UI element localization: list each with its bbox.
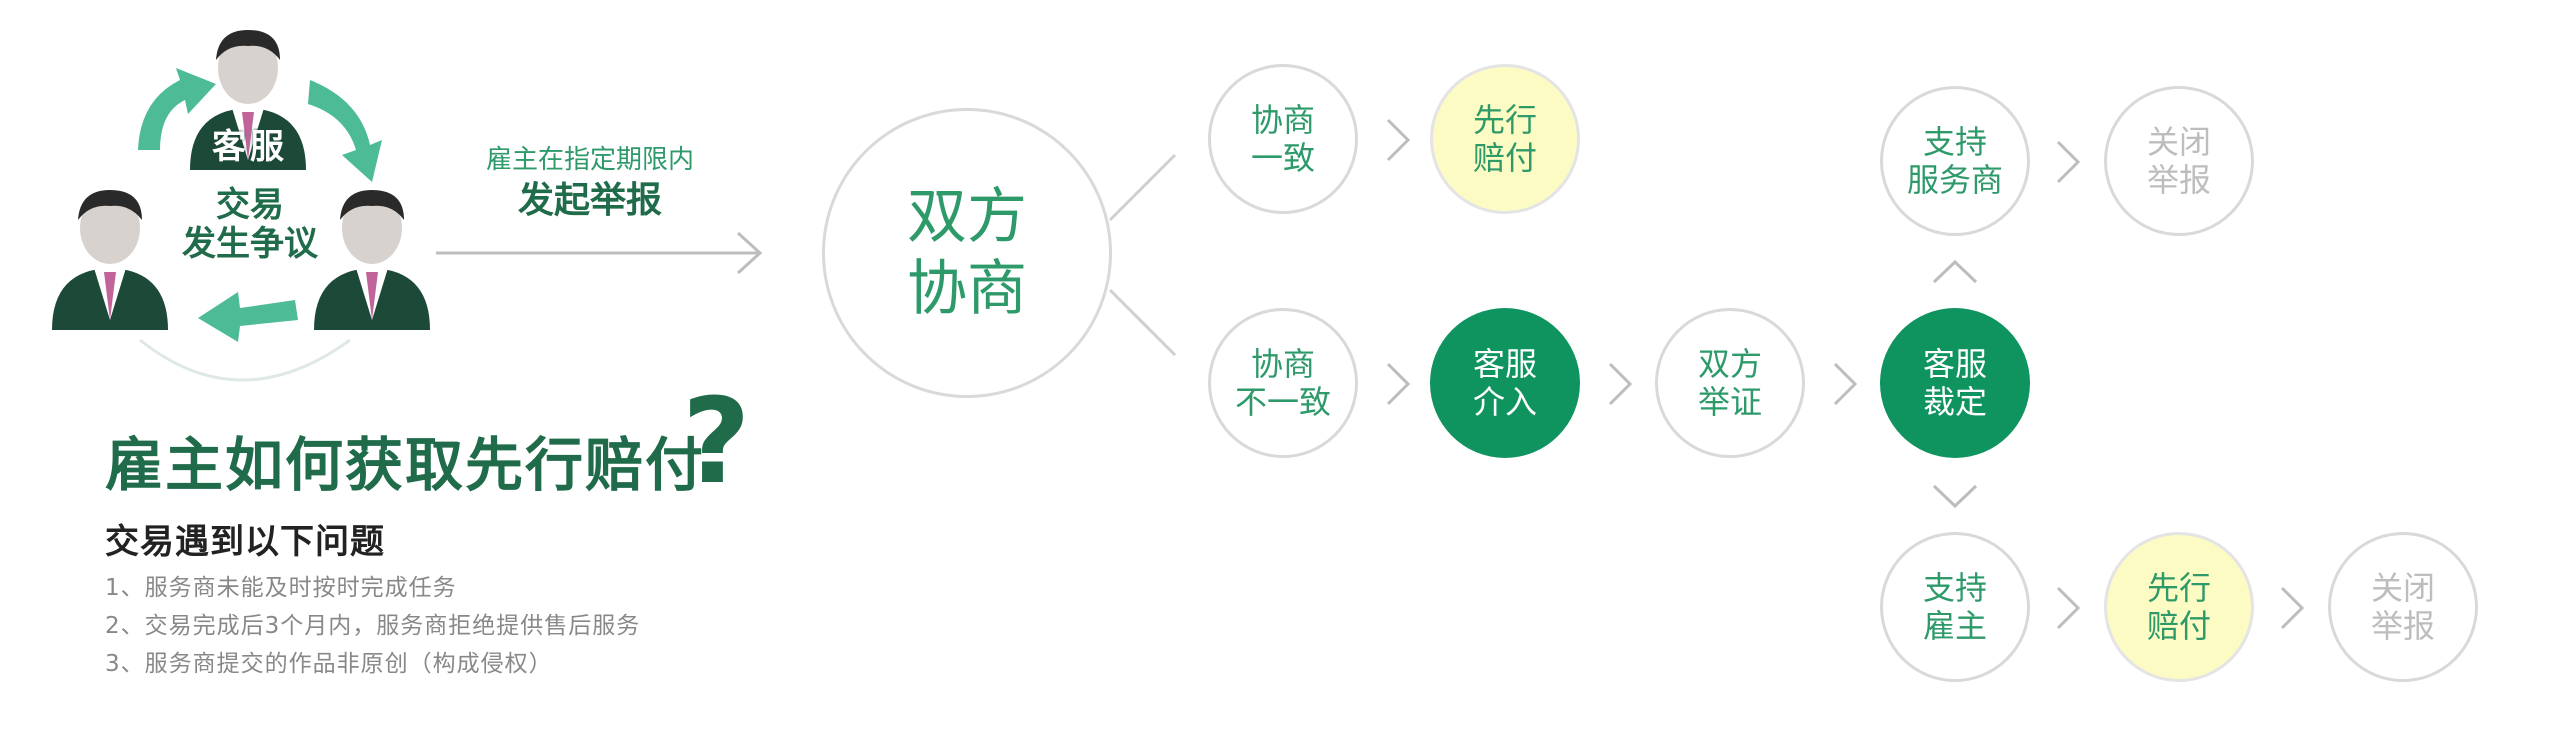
node-advance-pay-bottom: 先行赔付 [2104,532,2254,682]
node-support-provider: 支持服务商 [1880,86,2030,236]
branch-line-up [1108,153,1177,222]
chevron-right-icon [2280,586,2305,630]
node-cs-intervene: 客服介入 [1430,308,1580,458]
cs-label: 客服 [212,127,288,167]
person-left [52,190,168,330]
branch-line-down [1108,288,1177,357]
chevron-down-icon [1932,484,1978,509]
dispute-line-2: 发生争议 [182,224,318,265]
question-mark: ? [682,372,751,510]
report-arrow-bottom-text: 发起举报 [517,180,662,221]
node-disagree: 协商不一致 [1208,308,1358,458]
node-close-report-bottom: 关闭举报 [2328,532,2478,682]
report-arrow-top-text: 雇主在指定期限内 [485,145,694,175]
dispute-illustration [20,0,460,400]
chevron-up-icon [1932,259,1978,284]
dispute-line-1: 交易 [216,185,284,225]
dispute-text: 交易 发生争议 [150,185,350,265]
cycle-arrow-bottom [198,292,298,342]
node-close-report-top: 关闭举报 [2104,86,2254,236]
node-negotiation: 双方协商 [822,108,1112,398]
issue-1: 1、服务商未能及时按时完成任务 [105,575,457,601]
cycle-arrow-right [308,80,382,182]
issue-2: 2、交易完成后3个月内，服务商拒绝提供售后服务 [105,613,641,639]
chevron-right-icon [1608,362,1633,406]
node-advance-pay-top: 先行赔付 [1430,64,1580,214]
chevron-right-icon [1386,362,1411,406]
issues-title: 交易遇到以下问题 [105,522,385,562]
chevron-right-icon [1386,118,1411,162]
chevron-right-icon [2056,140,2081,184]
headline: 雇主如何获取先行赔付 [105,431,706,499]
report-arrow [436,231,763,275]
people-cycle-graphic [52,30,430,382]
chevron-right-icon [2056,586,2081,630]
chevron-right-icon [1833,362,1858,406]
node-evidence: 双方举证 [1655,308,1805,458]
issue-3: 3、服务商提交的作品非原创（构成侵权） [105,651,553,677]
person-right [314,190,430,330]
node-agree: 协商一致 [1208,64,1358,214]
cycle-arrow-left [138,68,216,150]
node-support-employer: 支持雇主 [1880,532,2030,682]
node-cs-ruling: 客服裁定 [1880,308,2030,458]
person-top [190,30,306,170]
